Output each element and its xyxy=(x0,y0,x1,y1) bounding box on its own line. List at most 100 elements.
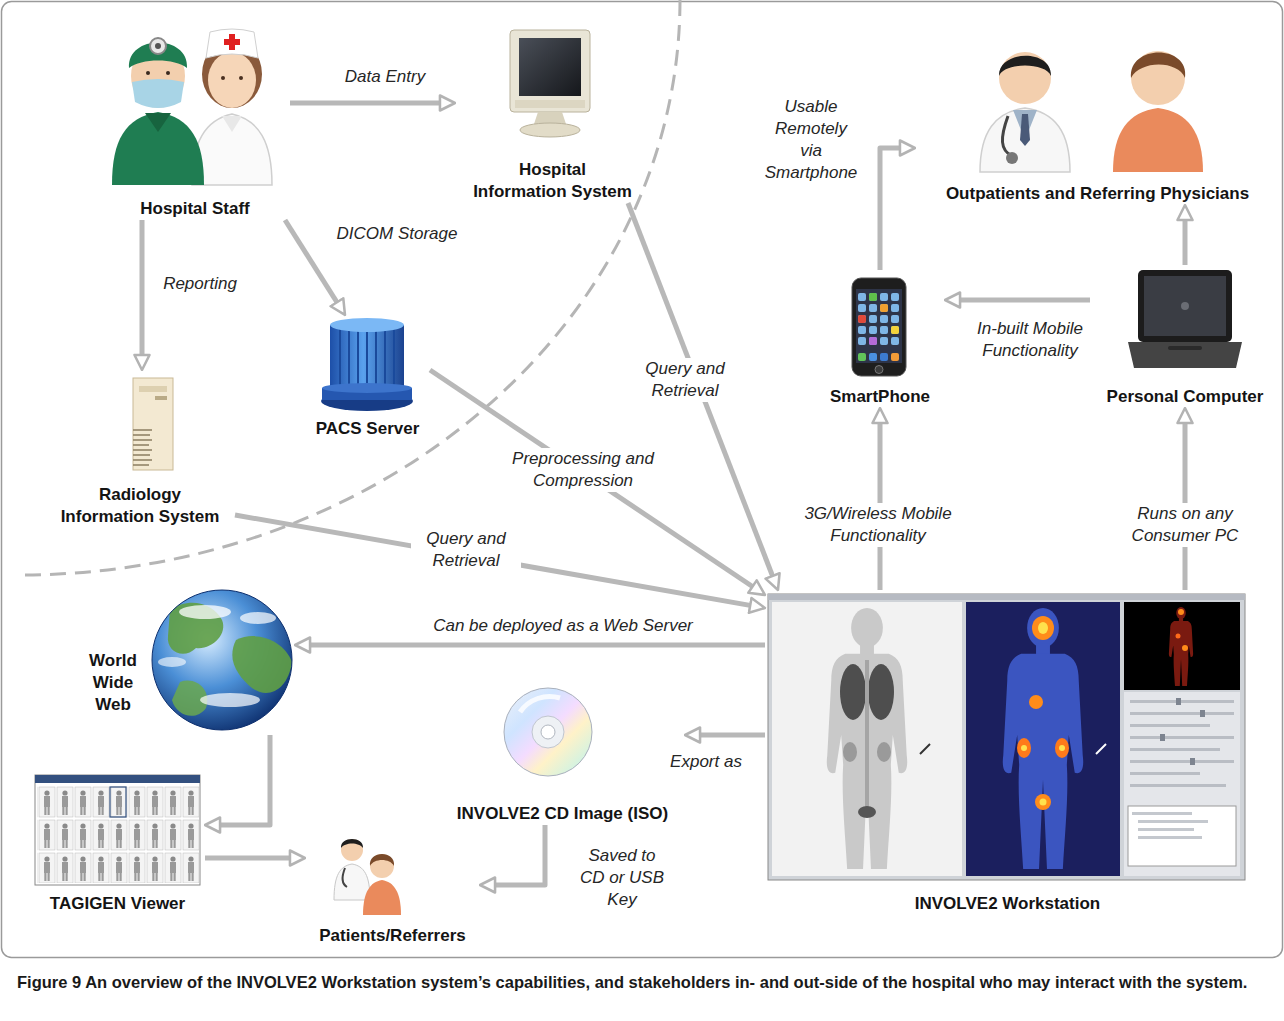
monitor-icon xyxy=(519,38,581,96)
edge-label: Reporting xyxy=(160,273,240,295)
workstation-screenshot xyxy=(1124,692,1240,876)
referrer-icons xyxy=(363,880,401,915)
cd-icon xyxy=(532,716,564,748)
smartphone-icon xyxy=(858,293,902,348)
workstation-screenshot xyxy=(1160,698,1205,765)
laptop-icon xyxy=(1144,276,1226,336)
connector-arrow xyxy=(213,735,270,825)
workstation-screenshot xyxy=(1176,698,1181,705)
node-label: PACS Server xyxy=(316,418,420,440)
connector-arrow xyxy=(880,148,907,270)
workstation-screenshot xyxy=(1021,745,1027,751)
globe-icon xyxy=(200,693,260,707)
workstation-screenshot xyxy=(1176,634,1181,639)
pacs-server-icon xyxy=(322,383,412,393)
doctor-icon xyxy=(999,56,1051,76)
connector-arrow xyxy=(285,220,341,308)
monitor-icon xyxy=(515,100,585,108)
surgeon-icon xyxy=(166,71,170,75)
node-label: SmartPhone xyxy=(830,386,930,408)
workstation-screenshot xyxy=(858,806,876,818)
node-label: INVOLVE2 CD Image (ISO) xyxy=(457,803,668,825)
referrer-icons xyxy=(343,868,347,887)
referrer-icons xyxy=(341,839,363,861)
monitor-icon xyxy=(510,30,590,137)
workstation: INVOLVE2 Workstation xyxy=(765,590,1250,915)
connector-arrow xyxy=(235,515,757,607)
edge-label: DICOM Storage xyxy=(334,223,461,245)
connector-arrow xyxy=(140,220,145,362)
nurse-icon xyxy=(206,29,258,58)
referrer-icons xyxy=(370,854,394,866)
workstation-screenshot xyxy=(1130,724,1210,727)
globe-icon xyxy=(240,612,276,624)
connector-arrow xyxy=(693,733,765,738)
smartphone-icon xyxy=(880,304,888,312)
workstation-screenshot xyxy=(1017,738,1031,758)
smartphone-icon xyxy=(891,353,899,361)
server: PACS Server xyxy=(305,315,430,440)
disc-image: INVOLVE2 CD Image (ISO) xyxy=(440,685,685,825)
workstation-screenshot xyxy=(1130,700,1234,787)
node-label: World Wide Web xyxy=(82,650,144,716)
nurse-icon xyxy=(192,29,272,185)
node-label: TAGIGEN Viewer xyxy=(50,893,185,915)
referrer-icons xyxy=(370,854,394,878)
globe-icon xyxy=(179,605,231,619)
referrer-icons xyxy=(334,839,401,915)
smartphone-icon xyxy=(869,337,877,345)
surgeon-icon xyxy=(155,43,161,49)
workstation-screenshot xyxy=(1130,736,1234,739)
ris-terminal-icon xyxy=(155,396,167,400)
workstation-screenshot xyxy=(1138,820,1208,823)
globe-icon xyxy=(152,590,292,730)
nurse-icon xyxy=(224,39,240,45)
system-terminal: Hospital Information System xyxy=(455,25,650,203)
workstation-screenshot xyxy=(920,744,930,754)
laptop-icon xyxy=(1128,342,1242,368)
ris-terminal-icon xyxy=(133,429,152,431)
ris-terminal-icon xyxy=(133,464,149,466)
workstation-screenshot xyxy=(1040,799,1047,806)
edge-label: Export as xyxy=(667,751,745,773)
edge-label: Query and Retrieval xyxy=(630,358,740,402)
workstation-screenshot xyxy=(1038,622,1048,634)
ris-terminal-icon xyxy=(133,449,152,451)
smartphone-icon xyxy=(852,278,906,376)
viewer: TAGIGEN Viewer xyxy=(30,770,205,915)
nurse-icon xyxy=(239,76,243,80)
workstation-screenshot xyxy=(1096,744,1106,754)
workstation-screenshot xyxy=(1130,748,1220,751)
system-terminal: Radiology Information System xyxy=(45,370,235,528)
smartphone-icon xyxy=(858,353,866,361)
workstation-screenshot xyxy=(840,664,866,720)
workstation-screenshot xyxy=(1190,758,1195,765)
workstation-screenshot xyxy=(1130,784,1226,787)
workstation-screenshot xyxy=(843,742,857,762)
workstation-screenshot xyxy=(1130,760,1234,763)
connector-arrow xyxy=(1183,213,1188,265)
nurse-icon xyxy=(222,116,242,132)
surgeon-icon xyxy=(129,43,187,69)
workstation-screenshot xyxy=(1132,812,1208,839)
device: Personal Computer xyxy=(1090,265,1280,408)
ris-terminal-icon xyxy=(133,378,173,470)
workstation-screenshot xyxy=(1055,738,1069,758)
workstation-screenshot xyxy=(827,608,907,869)
doctor-icon xyxy=(980,108,1070,172)
workstation-screenshot xyxy=(868,664,894,720)
surgeon-icon xyxy=(112,112,204,185)
tagigen-screenshot xyxy=(35,775,200,885)
workstation-screenshot xyxy=(1032,616,1054,640)
figure-caption: Figure 9 An overview of the INVOLVE2 Wor… xyxy=(17,970,1272,994)
doctor-icon xyxy=(999,52,1051,104)
ris-terminal-icon xyxy=(133,444,149,446)
web-globe: World Wide Web xyxy=(80,585,295,735)
smartphone-icon xyxy=(891,326,899,334)
nurse-icon xyxy=(192,114,272,185)
surgeon-icon xyxy=(145,113,171,132)
tagigen-screenshot xyxy=(37,786,199,883)
workstation-screenshot xyxy=(1029,695,1043,709)
globe-icon xyxy=(158,603,292,716)
edge-label: Query and Retrieval xyxy=(411,528,521,572)
